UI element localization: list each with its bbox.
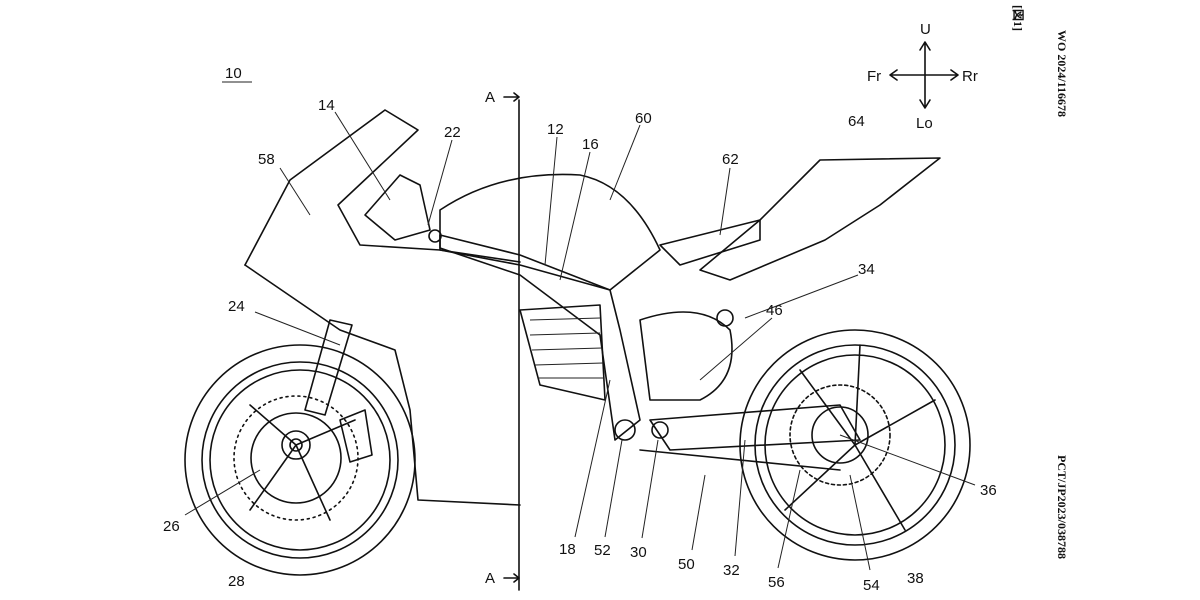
motor [639,311,733,401]
orientation-arrows [889,41,959,109]
application-number: PCT/JP2023/038788 [1055,455,1069,559]
label-10: 10 [225,65,242,82]
label-32: 32 [723,562,740,579]
label-up: U [920,21,931,38]
label-50: 50 [678,556,695,573]
label-18: 18 [559,541,576,558]
leader-lines [184,111,976,571]
label-58: 58 [258,151,275,168]
label-16: 16 [582,136,599,153]
label-36: 36 [980,482,997,499]
swing-arm [649,404,861,451]
label-26: 26 [163,518,180,535]
label-52: 52 [594,542,611,559]
label-62: 62 [722,151,739,168]
label-28: 28 [228,573,245,590]
label-54: 54 [863,577,880,594]
tank-cover [439,173,661,291]
label-rear: Rr [962,68,978,85]
section-label-bottom: A [485,570,495,587]
label-front: Fr [867,68,881,85]
label-56: 56 [768,574,785,591]
tail-cover [699,157,941,281]
publication-number: WO 2024/116678 [1055,30,1069,117]
front-cowl [244,109,521,506]
label-14: 14 [318,97,335,114]
label-64: 64 [848,113,865,130]
label-46: 46 [766,302,783,319]
handlebar [364,174,442,243]
label-24: 24 [228,298,245,315]
section-line-a [503,92,520,591]
chain [639,449,841,471]
front-wheel [184,344,416,576]
main-frame [439,234,641,441]
radiator [519,304,606,401]
label-60: 60 [635,110,652,127]
label-30: 30 [630,544,647,561]
label-22: 22 [444,124,461,141]
component-34 [716,309,734,327]
label-12: 12 [547,121,564,138]
drive-sprocket [614,419,636,441]
front-fork [304,319,373,463]
label-34: 34 [858,261,875,278]
seat [659,219,761,266]
pivot-shaft [651,421,669,439]
label-38: 38 [907,570,924,587]
section-label-top: A [485,89,495,106]
label-down: Lo [916,115,933,132]
figure-label: [図1] [1011,5,1025,31]
